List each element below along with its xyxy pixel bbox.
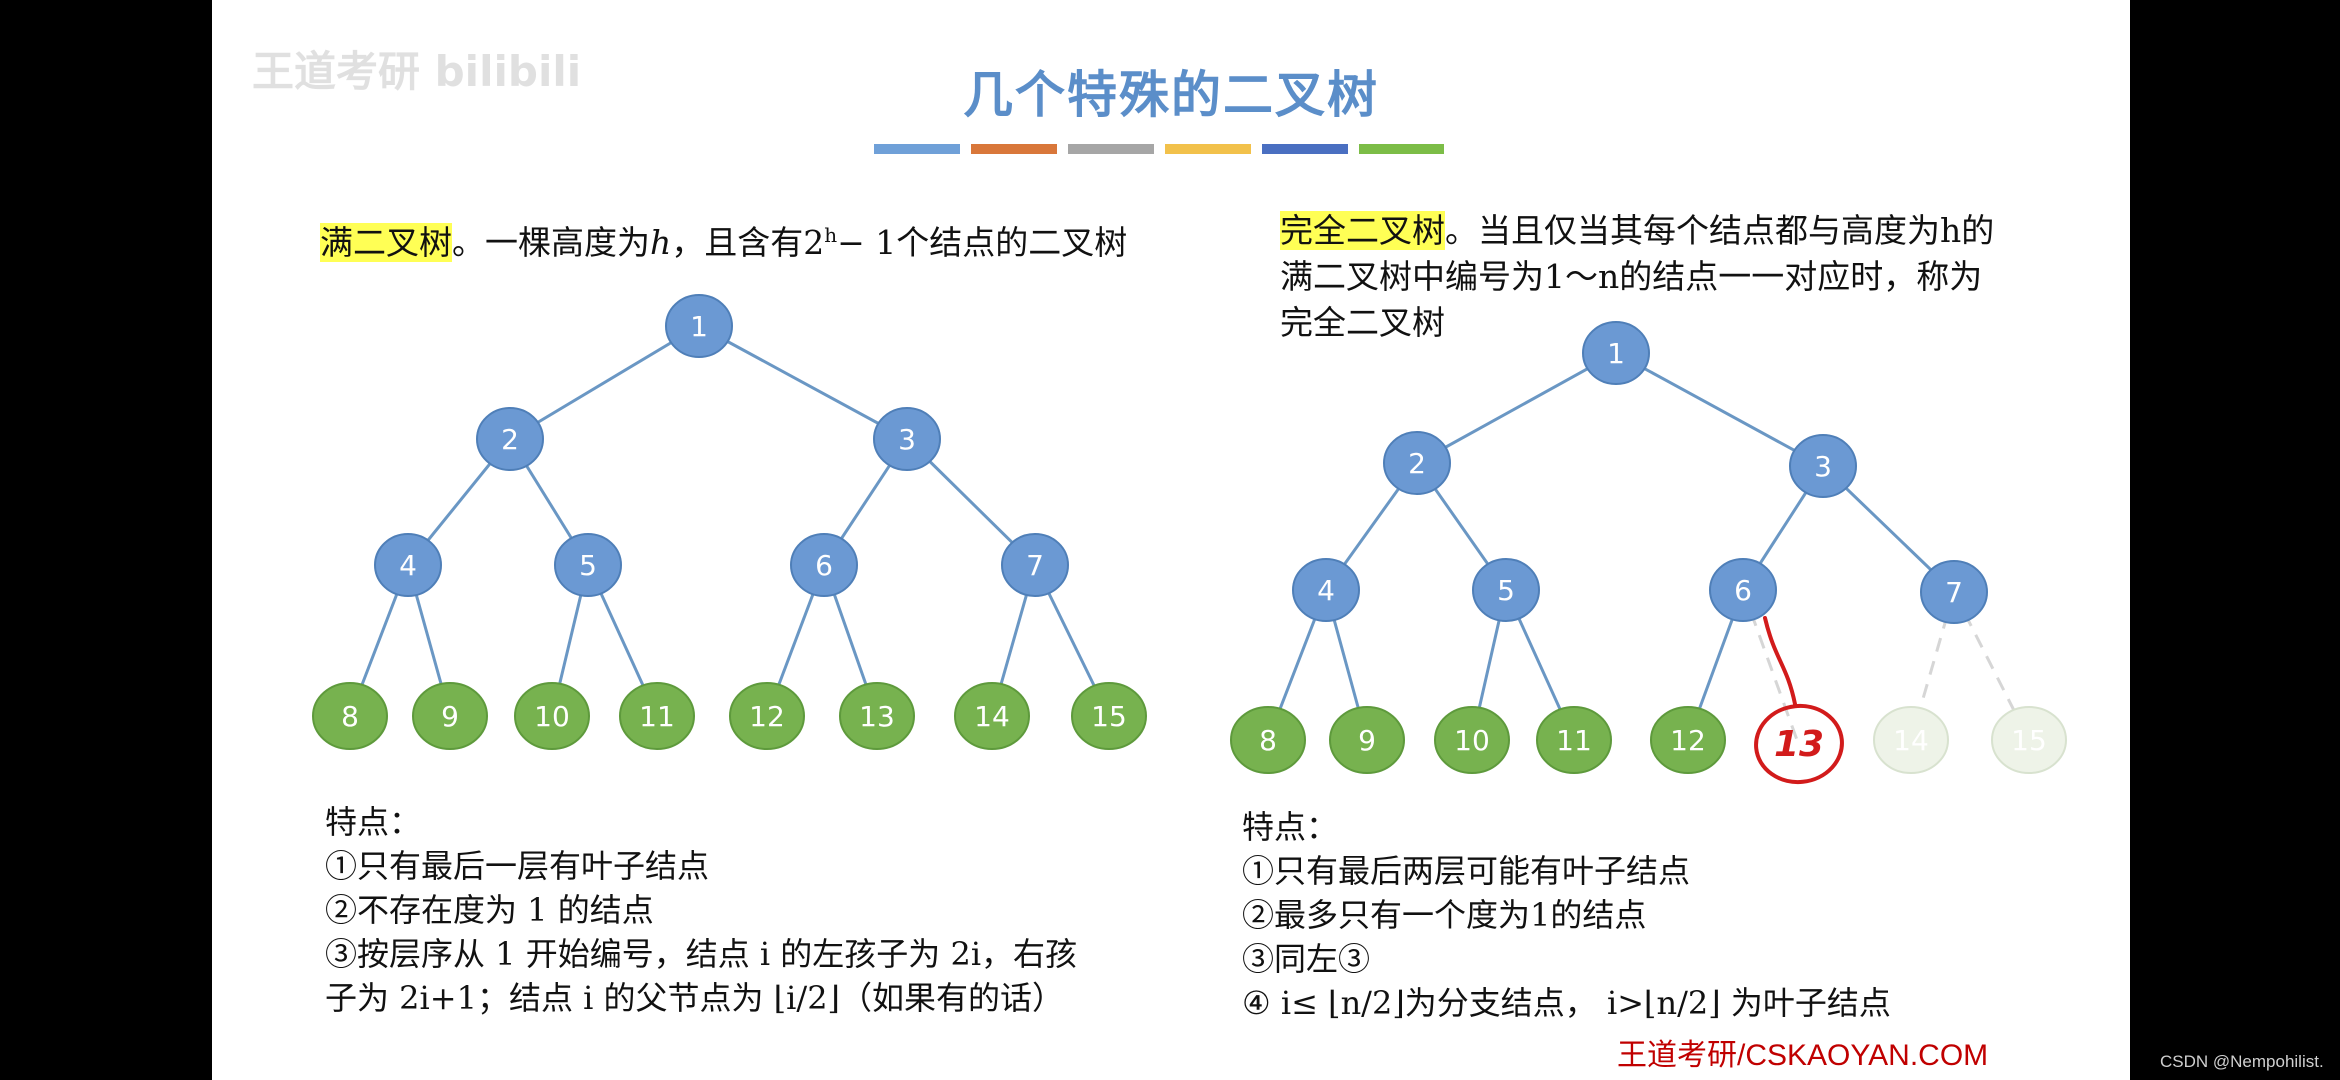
ghost-node: 14 [1873,706,1949,774]
svg-text:8: 8 [1259,724,1277,757]
svg-text:12: 12 [749,700,785,733]
svg-text:2: 2 [1408,447,1426,480]
internal-node: 2 [1383,431,1451,495]
leaf-node: 15 [1071,682,1147,750]
svg-text:9: 9 [1358,724,1376,757]
complete-tree-features: 特点： ①只有最后两层可能有叶子结点 ②最多只有一个度为1的结点 ③同左③ ④ … [1242,808,1891,1022]
svg-text:4: 4 [399,549,417,582]
leaf-node: 13 [839,682,915,750]
ghost-node: 15 [1991,706,2067,774]
svg-text:14: 14 [1893,724,1929,757]
tree-edge [698,324,908,441]
internal-node: 5 [1472,558,1540,622]
svg-text:10: 10 [1454,724,1490,757]
internal-node: 4 [1292,558,1360,622]
svg-text:1: 1 [1607,337,1625,370]
svg-text:15: 15 [1091,700,1127,733]
leaf-node: 11 [619,682,695,750]
svg-text:8: 8 [341,700,359,733]
internal-node: 1 [665,294,733,358]
title-bar-segment [1359,144,1444,154]
svg-text:7: 7 [1026,549,1044,582]
internal-node: 3 [873,407,941,471]
svg-text:11: 11 [639,700,675,733]
slide: 王道考研 bilibili 几个特殊的二叉树 满二叉树。一棵高度为h，且含有2h… [212,0,2130,1080]
leaf-node: 12 [1650,706,1726,774]
leaf-node: 9 [1329,706,1405,774]
svg-text:5: 5 [1497,574,1515,607]
internal-node: 6 [1709,558,1777,622]
title-color-bar [874,144,1444,154]
svg-text:13: 13 [859,700,895,733]
full-tree-definition: 满二叉树。一棵高度为h，且含有2h− 1个结点的二叉树 [320,223,1128,262]
internal-node: 6 [790,533,858,597]
svg-text:12: 12 [1670,724,1706,757]
leaf-node: 12 [729,682,805,750]
svg-text:3: 3 [898,423,916,456]
internal-node: 7 [1001,533,1069,597]
svg-text:7: 7 [1945,576,1963,609]
svg-text:1: 1 [690,310,708,343]
internal-node: 7 [1920,560,1988,624]
leaf-node: 10 [514,682,590,750]
leaf-node: 14 [954,682,1030,750]
internal-node: 1 [1582,321,1650,385]
tree-edge [509,324,700,441]
svg-text:10: 10 [534,700,570,733]
complete-tree-term: 完全二叉树 [1280,211,1445,250]
tree-edge [1615,351,1824,468]
title-bar-segment [971,144,1057,154]
svg-text:2: 2 [501,423,519,456]
internal-node: 2 [476,407,544,471]
internal-node: 4 [374,533,442,597]
slide-title: 几个特殊的二叉树 [963,66,1379,124]
leaf-node: 8 [1230,706,1306,774]
svg-text:5: 5 [579,549,597,582]
brand-footer: 王道考研/CSKAOYAN.COM [1617,1039,1989,1072]
svg-text:4: 4 [1317,574,1335,607]
tree-edge [1416,351,1617,465]
svg-text:14: 14 [974,700,1010,733]
title-bar-segment [1262,144,1348,154]
leaf-node: 10 [1434,706,1510,774]
internal-node: 3 [1789,434,1857,498]
svg-text:6: 6 [815,549,833,582]
internal-node: 5 [554,533,622,597]
handwritten-label: 13 [1774,724,1824,765]
leaf-node: 9 [412,682,488,750]
svg-text:3: 3 [1814,450,1832,483]
csdn-watermark: CSDN @Nempohilist. [2160,1052,2324,1071]
svg-text:6: 6 [1734,574,1752,607]
full-tree-term: 满二叉树 [320,223,452,262]
title-bar-segment [1068,144,1154,154]
full-tree-features: 特点： ①只有最后一层有叶子结点 ②不存在度为 1 的结点 ③按层序从 1 开始… [325,803,1078,1017]
svg-text:9: 9 [441,700,459,733]
leaf-node: 8 [312,682,388,750]
svg-text:15: 15 [2011,724,2047,757]
title-bar-segment [874,144,960,154]
title-bar-segment [1165,144,1251,154]
bilibili-watermark: 王道考研 bilibili [252,47,582,96]
handwritten-node-13: 13 [1754,616,1844,785]
leaf-node: 11 [1536,706,1612,774]
svg-text:11: 11 [1556,724,1592,757]
complete-tree-definition: 完全二叉树。当且仅当其每个结点都与高度为h的 满二叉树中编号为1～n的结点一一对… [1280,211,1995,342]
